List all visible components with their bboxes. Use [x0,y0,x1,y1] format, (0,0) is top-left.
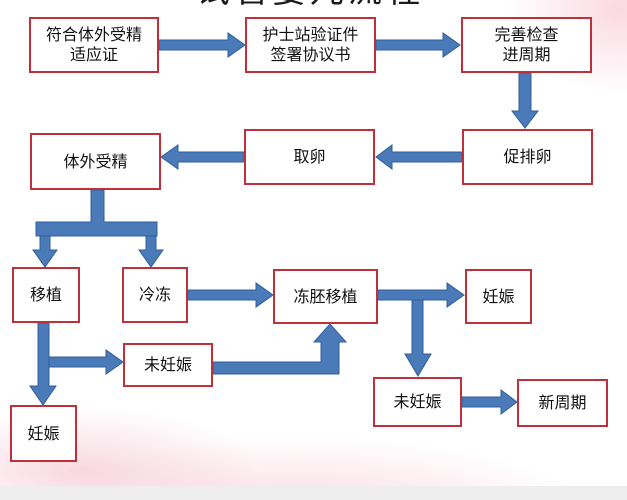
node-label: 冻胚移植 [293,286,358,306]
arrow-n11-n9 [212,323,348,375]
node-label: 完善检查 进周期 [494,25,559,64]
node-pregnant-fet: 妊娠 [465,269,532,324]
node-label: 妊娠 [482,286,515,306]
node-label: 新周期 [538,393,587,412]
node-in-vitro-fertilization: 体外受精 [30,133,161,190]
node-pregnant-transfer: 妊娠 [10,405,77,462]
arrow-split-n7 [32,235,58,268]
arrow-n1-n2 [158,32,246,58]
node-ivf-indication: 符合体外受精 适应证 [29,17,159,73]
node-transfer: 移植 [12,267,80,323]
node-freeze: 冷冻 [122,267,188,323]
arrow-n4-n5 [375,144,463,170]
bottom-strip [0,486,627,500]
node-exam-enter-cycle: 完善检查 进周期 [461,17,592,73]
node-label: 取卵 [293,147,326,166]
node-label: 妊娠 [27,423,60,443]
arrow-n8-n9 [187,282,274,308]
node-label: 促排卵 [503,147,552,166]
node-label: 符合体外受精 适应证 [45,25,142,64]
node-label: 未妊娠 [393,392,442,411]
node-frozen-embryo-transfer: 冻胚移植 [273,269,378,324]
arrow-n5-n6 [160,144,245,170]
node-label: 体外受精 [63,151,128,171]
page-title: 试管婴儿流程 [150,0,470,8]
node-ovulation-induction: 促排卵 [462,129,593,185]
node-label: 未妊娠 [143,355,192,374]
arrow-n9-n10 [377,282,465,308]
node-label: 护士站验证件 签署协议书 [262,25,359,64]
node-nurse-verify-sign: 护士站验证件 签署协议书 [245,17,376,73]
node-not-pregnant-fet: 未妊娠 [373,377,462,427]
arrow-split-n8 [138,235,164,268]
node-label: 冷冻 [138,285,171,304]
arrow-n6-split [35,189,158,237]
node-label: 移植 [29,285,62,304]
arrow-n2-n3 [375,32,461,58]
node-new-cycle: 新周期 [517,379,608,427]
arrow-n7-n12 [29,322,57,406]
node-egg-retrieval: 取卵 [244,129,375,185]
arrow-n7-n11 [48,349,124,375]
arrow-n3-n4 [510,72,540,129]
arrow-n13-n14 [461,389,518,415]
node-not-pregnant-transfer: 未妊娠 [123,343,213,387]
arrow-n9-n13 [404,299,432,377]
